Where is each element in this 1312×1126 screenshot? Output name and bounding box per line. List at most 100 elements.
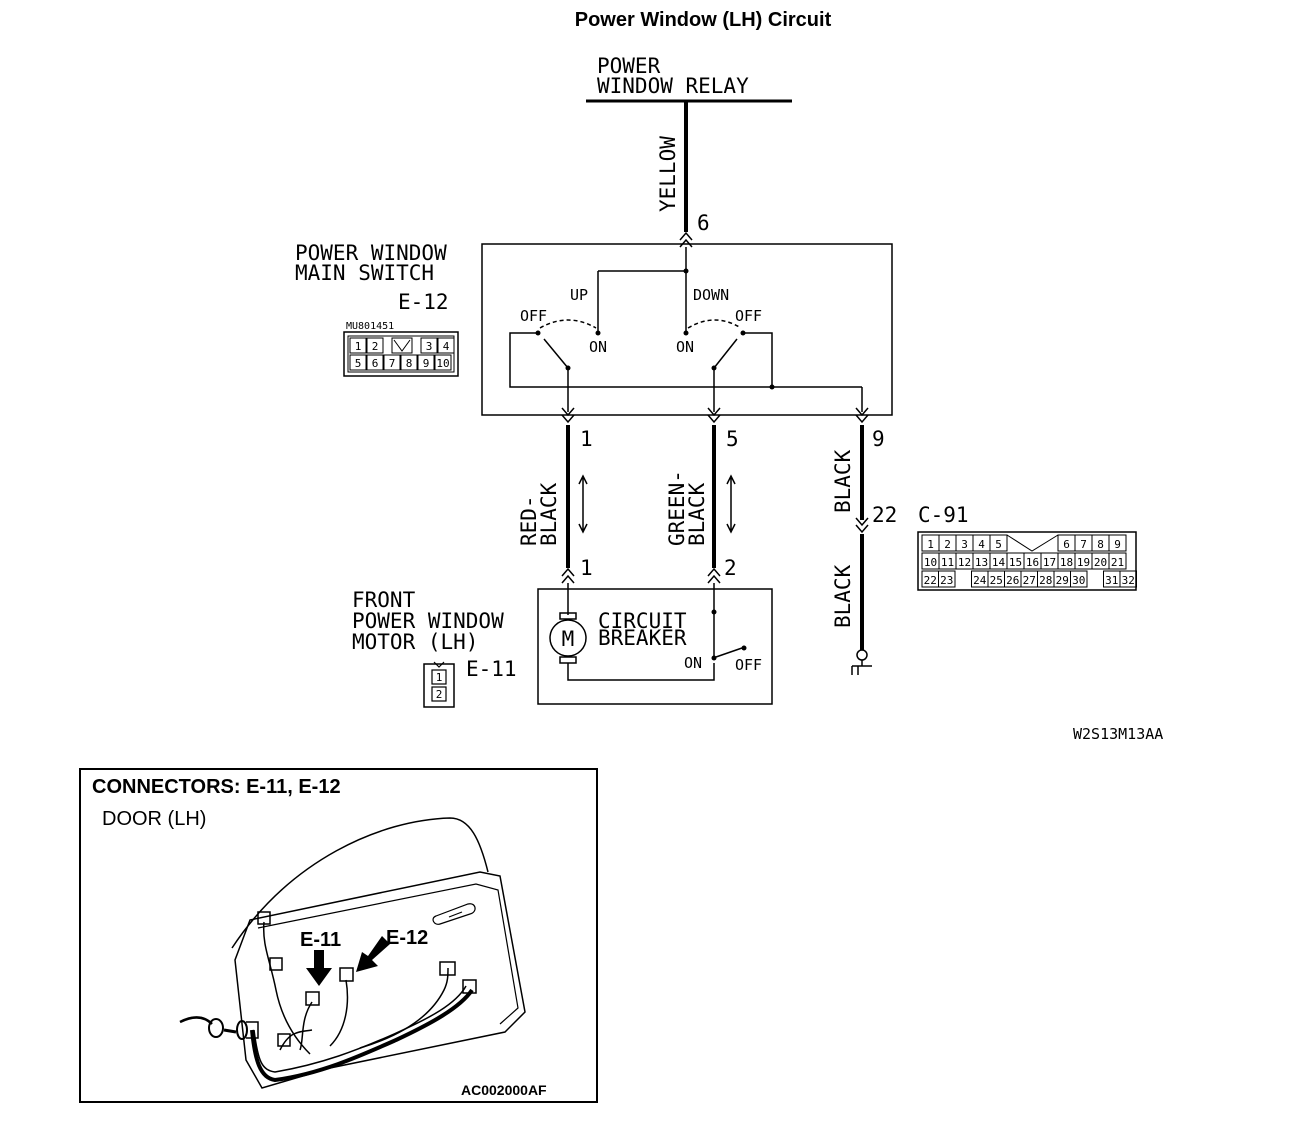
e12-pin-4: 4 [443,340,450,353]
c91-pin-29: 29 [1056,574,1069,587]
switch-on-left-label: ON [589,338,607,356]
connectors-heading: CONNECTORS: E-11, E-12 [92,776,341,798]
c91-pin-12: 12 [958,556,971,569]
e12-pin-1-cell [349,337,367,354]
c91-pin-27: 27 [1023,574,1036,587]
c91-pin-9: 9 [1114,538,1121,551]
c91-pin-16: 16 [1026,556,1039,569]
motor-connector: E-11 [466,657,517,681]
wire-label-green-black: BLACK [685,482,709,546]
power-window-relay: POWER WINDOW RELAY [586,54,792,103]
pin-switch-9: 9 [872,427,885,451]
c91-pin-21-cell [1108,552,1127,570]
c91-pin-1: 1 [927,538,934,551]
e12-callout: E-12 [386,927,428,949]
pin-motor-1: 1 [580,556,593,580]
pin-motor-2: 2 [724,556,737,580]
wire-black-ground: 9 22 C-91 BLACK BLACK [831,407,969,675]
switch-down-label: DOWN [693,286,729,304]
e12-key-icon [393,339,411,352]
e12-pin-2-cell [366,337,384,354]
pin-switch-1: 1 [580,427,593,451]
switch-off-right-label: OFF [735,307,762,325]
relay-label-line1: POWER [597,54,661,78]
c91-pin-18: 18 [1060,556,1073,569]
c91-pin-5: 5 [995,538,1002,551]
motor-label-line3: MOTOR (LH) [352,630,478,654]
e12-pin-9-cell [417,354,435,371]
breaker-off-label: OFF [735,656,762,674]
c91-pin-30: 30 [1072,574,1085,587]
breaker-label-line1: CIRCUIT [598,609,687,633]
connectors-subheading: DOOR (LH) [102,808,206,830]
e12-pin-1: 1 [355,340,362,353]
relay-label-line2: WINDOW RELAY [597,74,749,98]
c91-pin-22: 22 [924,574,937,587]
c91-pin-20: 20 [1094,556,1107,569]
switch-up-label: UP [570,286,588,304]
e12-arrow-icon [356,936,390,972]
switch-on-right-label: ON [676,338,694,356]
c91-pin-4: 4 [978,538,985,551]
e12-pin-9: 9 [423,357,430,370]
c91-pin-8: 8 [1097,538,1104,551]
switch-off-left-label: OFF [520,307,547,325]
c91-pin-30-cell [1070,570,1088,588]
motor-label-line1: FRONT [352,588,416,612]
e12-pin-3: 3 [426,340,433,353]
e12-pin-10-cell [434,354,452,371]
c91-pin-21: 21 [1111,556,1124,569]
e12-pin-8-cell [400,354,418,371]
c91-pin-23: 23 [940,574,953,587]
c91-pin-32: 32 [1122,574,1135,587]
c91-pin-24: 24 [973,574,987,587]
diagram-title: Power Window (LH) Circuit [575,9,832,31]
c91-pin-31: 31 [1105,574,1118,587]
e11-callout: E-11 [300,929,341,951]
wire-label-black-lower: BLACK [831,564,855,628]
breaker-label-line2: BREAKER [598,626,687,650]
e12-pin-10: 10 [436,357,449,370]
e12-pin-4-cell [437,337,455,354]
e12-pin-5-cell [349,354,367,371]
pin-relay-6: 6 [697,211,710,235]
wire-red-black: 1 1 RED- BLACK [517,407,593,584]
e11-pin-1: 1 [436,671,443,684]
e12-pin-3-cell [420,337,438,354]
e12-part-number: MU801451 [346,321,394,332]
c91-pin-5-cell [989,534,1008,552]
door-illustration [179,817,526,1089]
main-switch-label-line2: MAIN SWITCH [295,261,434,285]
c91-pin-13: 13 [975,556,988,569]
c91-pin-19: 19 [1077,556,1090,569]
figure-code: W2S13M13AA [1073,725,1163,743]
e11-pin-2: 2 [436,688,443,701]
main-switch-label-line1: POWER WINDOW [295,241,447,265]
breaker-on-label: ON [684,654,702,672]
c91-pin-6: 6 [1063,538,1070,551]
e12-pin-6-cell [366,354,384,371]
c91-pin-9-cell [1108,534,1127,552]
e12-pin-key-cell [391,337,413,354]
c91-pin-23-cell [938,570,956,588]
wire-label-yellow: YELLOW [656,136,680,212]
motor-label-line2: POWER WINDOW [352,609,504,633]
c91-pin-32-cell [1119,570,1137,588]
power-window-motor: FRONT POWER WINDOW MOTOR (LH) E-11 M CIR… [352,583,773,705]
e12-pin-8: 8 [406,357,413,370]
c91-pin-10: 10 [924,556,937,569]
c91-pin-14: 14 [992,556,1006,569]
wire-label-red-black: BLACK [537,482,561,546]
wire-label-green: GREEN- [665,470,689,546]
wire-green-black: 5 2 GREEN- BLACK [665,407,739,584]
c91-pin-25: 25 [990,574,1003,587]
e12-pin-6: 6 [372,357,379,370]
wire-label-black-upper: BLACK [831,449,855,513]
c91-pin-28: 28 [1039,574,1052,587]
connectors-location-panel: CONNECTORS: E-11, E-12 DOOR (LH) [79,768,598,1103]
c91-pin-26: 26 [1006,574,1019,587]
c91-pin-7: 7 [1080,538,1087,551]
main-switch-connector: E-12 [398,290,449,314]
connectors-figure-code: AC002000AF [461,1082,547,1098]
